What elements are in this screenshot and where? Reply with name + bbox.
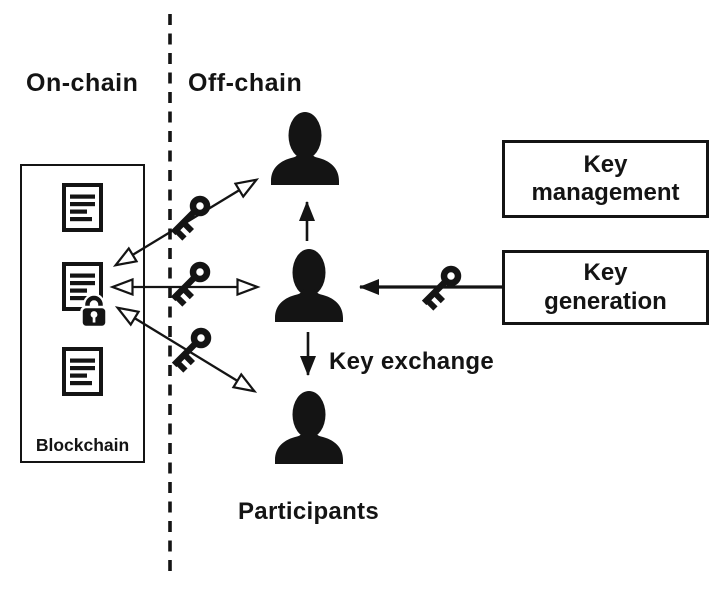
person-icon xyxy=(275,391,343,464)
key-icon xyxy=(168,262,213,307)
key-icon xyxy=(419,266,464,311)
person-icon xyxy=(275,249,343,322)
key-exchange-label: Key exchange xyxy=(329,348,495,375)
off-chain-region-label: Off-chain xyxy=(188,69,303,97)
key-icon xyxy=(169,328,214,373)
key-generation-node: Key generation xyxy=(502,250,709,325)
blockchain-box: Blockchain xyxy=(20,164,145,463)
key-generation-label: Key generation xyxy=(544,259,667,315)
key-management-label: Key management xyxy=(531,150,680,206)
key-icon xyxy=(168,196,213,241)
blockchain-label: Blockchain xyxy=(35,435,130,455)
participants-label: Participants xyxy=(238,498,379,525)
key-management-node: Key management xyxy=(502,140,709,218)
person-icon xyxy=(271,112,339,185)
key-generation-arrow xyxy=(359,266,502,311)
on-chain-region-label: On-chain xyxy=(26,69,139,97)
